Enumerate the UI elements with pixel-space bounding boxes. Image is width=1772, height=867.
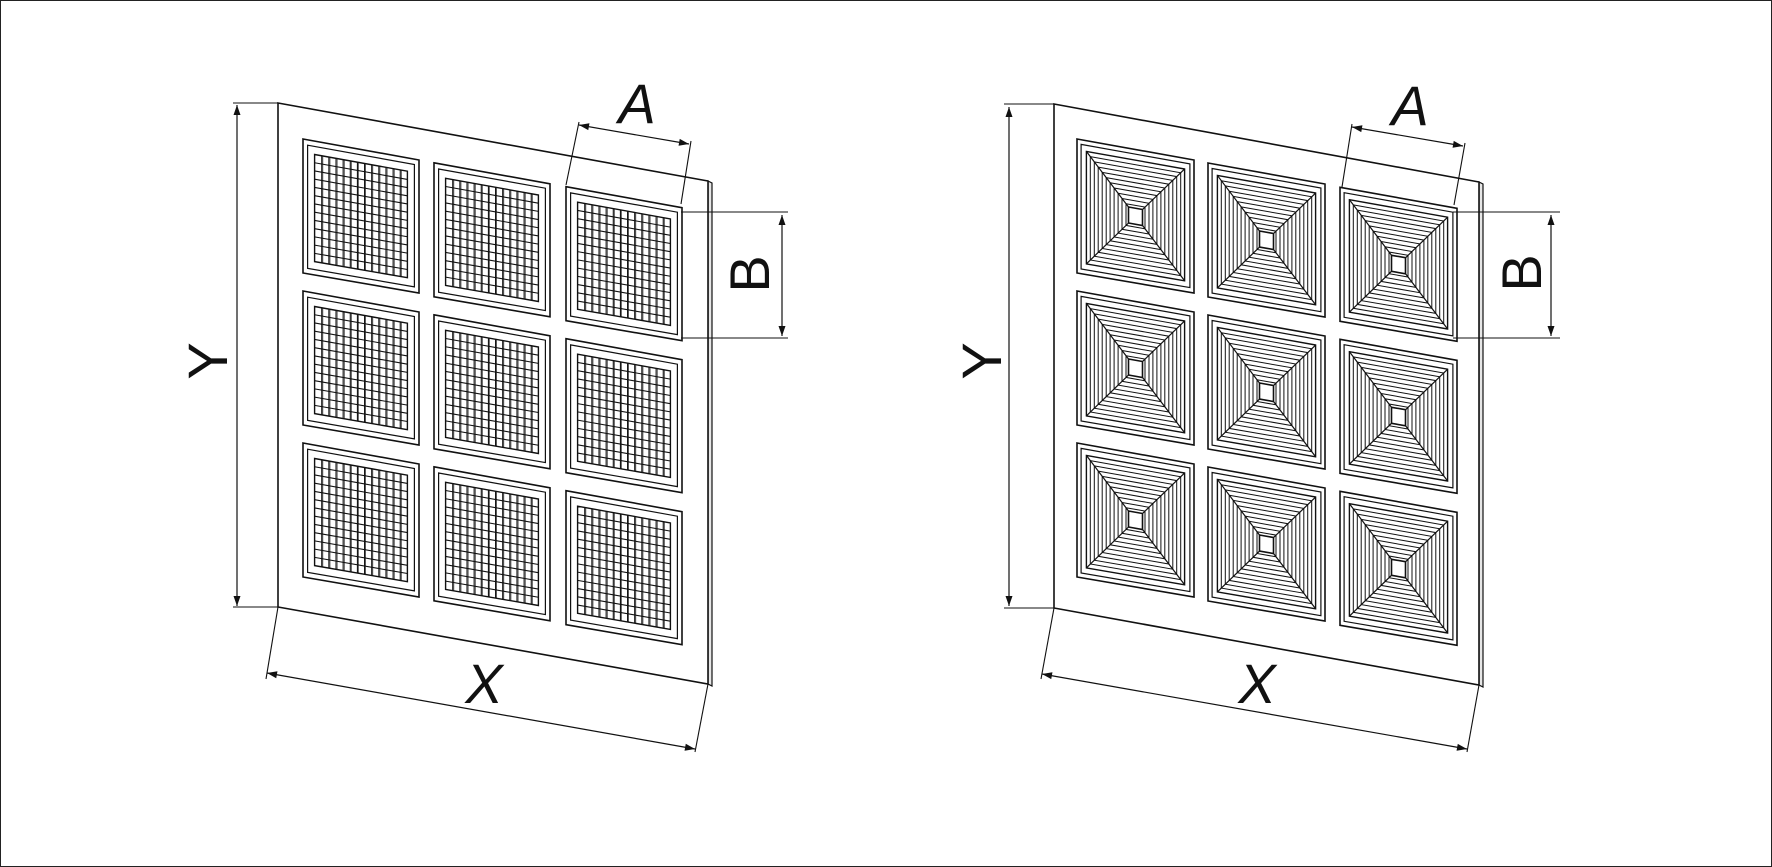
grille-cell [1339,490,1458,647]
grille-cell [302,442,420,598]
grille-cell-frame [565,337,683,494]
dimension-y [233,102,278,608]
grille-cell [433,313,551,470]
grille-cell-frame [565,489,683,646]
grille-cell [433,465,551,622]
dimension-x [265,606,709,753]
mesh-grille-panel [233,102,788,753]
dimension-label-a: A [1388,74,1428,137]
grille-cell-frame [302,290,420,446]
dimension-b [681,211,788,339]
dimension-label-b: B [1490,254,1553,291]
dimension-labels-right: A B Y X [950,74,1553,715]
dimension-label-y: Y [950,342,1013,379]
grille-cell [1339,186,1458,343]
dimension-x [1040,607,1480,753]
dimension-a [1341,123,1466,206]
grille-cell-frame [433,465,551,622]
dimension-label-x: X [1236,652,1278,715]
grille-cell [565,185,683,342]
dimension-label-a: A [615,72,655,135]
grille-cell [1207,466,1326,622]
grille-cell [1339,338,1458,495]
grille-cell-frame [433,313,551,470]
grille-cell [1076,290,1195,446]
grille-cell-frame [302,442,420,598]
dimension-a [565,121,692,205]
grille-cell-frame [433,161,551,318]
dimension-y [1004,103,1054,609]
dimension-label-x: X [463,652,505,715]
dimension-label-b: B [718,255,781,292]
grille-cell [302,138,420,294]
dimension-label-y: Y [176,342,239,379]
grille-cell [565,337,683,494]
diffuser-grille-panel [1004,103,1560,753]
dimension-labels-left: A B Y X [176,72,781,715]
grille-cell [1076,442,1195,598]
dimension-b [1453,211,1560,339]
grille-cell [565,489,683,646]
grille-cell [1207,314,1326,470]
grille-cell [1207,162,1326,318]
grille-cell [302,290,420,446]
grille-cell-frame [565,185,683,342]
grille-cell-frame [302,138,420,294]
grille-cell [433,161,551,318]
grille-cell [1076,138,1195,294]
